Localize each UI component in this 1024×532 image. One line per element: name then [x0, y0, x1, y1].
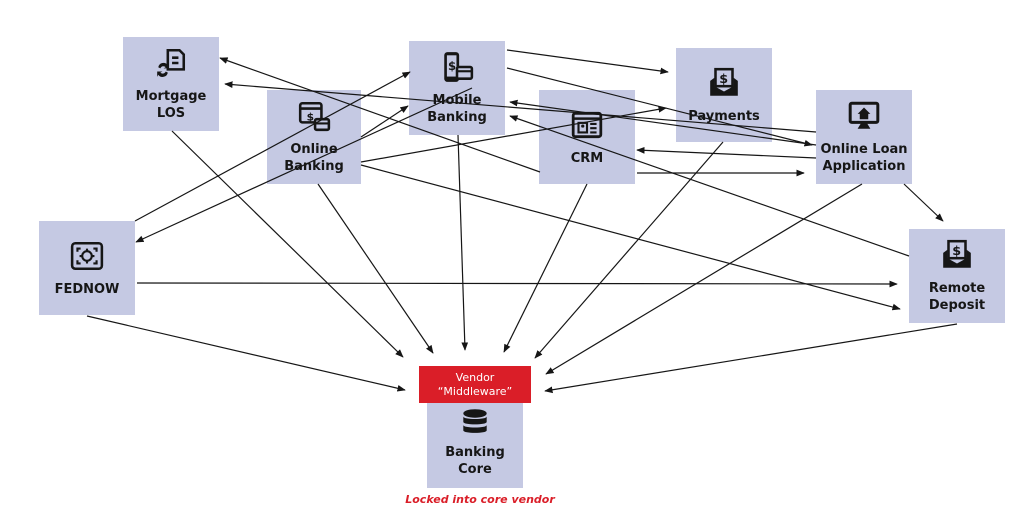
arrow-online-loan-to-middleware	[545, 183, 863, 375]
arrow-online-banking-to-remote-deposit	[360, 164, 901, 311]
monitor-home-icon	[847, 99, 881, 133]
svg-text:$: $	[448, 59, 456, 73]
arrow-online-loan-to-remote-deposit	[903, 183, 944, 222]
browser-payment-icon: $	[297, 99, 331, 133]
focus-target-icon	[70, 239, 104, 273]
middleware-label-line2: “Middleware”	[437, 384, 513, 398]
vendor-middleware-box: Vendor “Middleware”	[419, 366, 531, 403]
arrow-fednow-to-remote-deposit	[136, 280, 898, 288]
arrow-online-loan-to-crm	[636, 146, 817, 159]
node-label: Online Loan Application	[820, 142, 908, 174]
svg-text:$: $	[952, 244, 961, 259]
middleware-label-line1: Vendor	[455, 370, 495, 384]
arrow-mobile-banking-to-payments	[506, 49, 669, 75]
node-label: FEDNOW	[54, 281, 120, 297]
arrow-online-banking-to-middleware	[317, 183, 434, 354]
node-payments: $ Payments	[676, 48, 772, 142]
document-sync-icon	[154, 46, 188, 80]
node-remote-deposit: $ Remote Deposit	[909, 229, 1005, 323]
arrow-fednow-to-middleware	[86, 315, 406, 392]
node-fednow: FEDNOW	[39, 221, 135, 315]
arrow-crm-to-middleware	[503, 183, 588, 353]
arrow-mobile-banking-to-middleware	[457, 134, 469, 351]
lock-in-caption: Locked into core vendor	[405, 493, 555, 506]
arrow-online-banking-to-mobile-banking	[360, 105, 409, 138]
node-label: Mobile Banking	[427, 93, 487, 125]
node-label: Banking Core	[445, 445, 505, 477]
mobile-payment-icon: $	[440, 50, 474, 84]
node-mobile-banking: $ Mobile Banking	[409, 41, 505, 135]
arrow-remote-deposit-to-middleware	[544, 323, 958, 394]
envelope-dollar-icon: $	[707, 66, 741, 100]
browser-contact-icon	[570, 108, 604, 142]
node-mortgage-los: Mortgage LOS	[123, 37, 219, 131]
node-label: Online Banking	[284, 142, 344, 174]
node-label: Payments	[688, 108, 760, 124]
svg-text:$: $	[719, 72, 728, 87]
node-crm: CRM	[539, 90, 635, 184]
node-label: CRM	[570, 150, 604, 166]
node-online-banking: $ Online Banking	[267, 90, 361, 184]
node-banking-core: Banking Core	[427, 400, 523, 488]
database-icon	[458, 406, 492, 440]
node-label: Mortgage LOS	[135, 89, 207, 121]
svg-text:$: $	[307, 110, 314, 123]
envelope-dollar-icon: $	[940, 238, 974, 272]
node-online-loan-application: Online Loan Application	[816, 90, 912, 184]
node-label: Remote Deposit	[928, 281, 986, 313]
